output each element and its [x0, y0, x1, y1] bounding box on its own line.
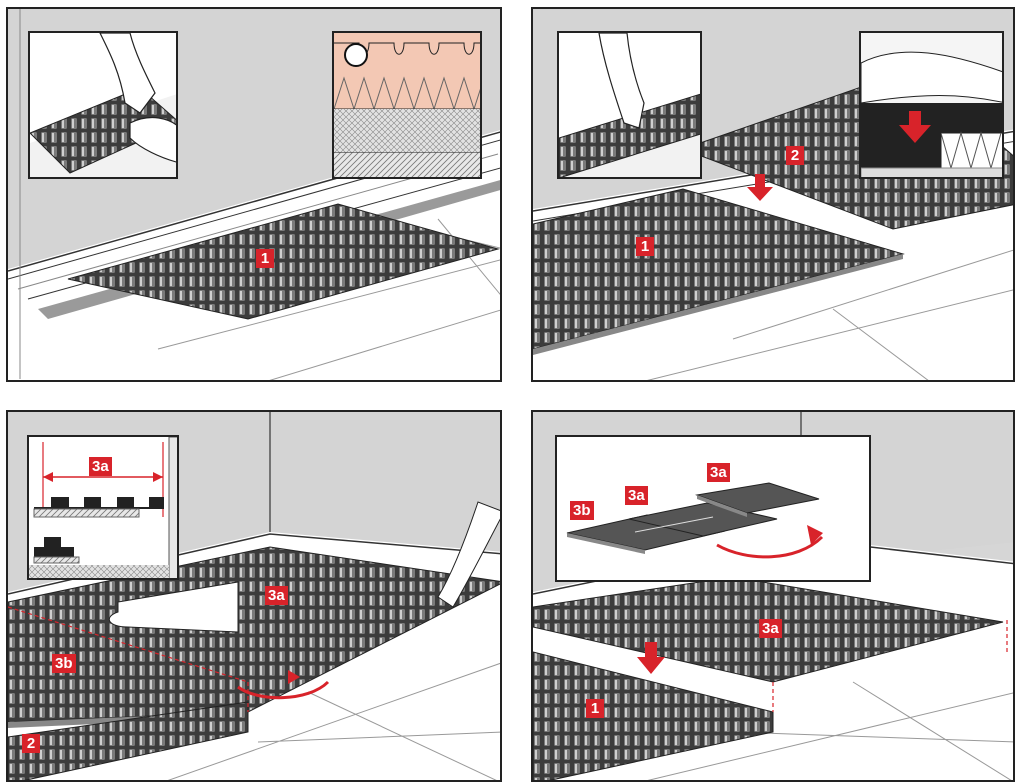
- panel-4: 3a 1 3b 3a 3a: [531, 410, 1015, 782]
- step-label-1: 1: [586, 699, 604, 718]
- step-label-1: 1: [636, 237, 654, 256]
- inset-label-3a-right: 3a: [707, 463, 730, 482]
- dimension-label-3a: 3a: [89, 457, 112, 476]
- floor-layer-section: [334, 33, 482, 179]
- cut-pieces-illustration: [557, 437, 871, 582]
- step-label-3a-mat: 3a: [759, 619, 782, 638]
- overlap-detail: [861, 33, 1004, 179]
- step-label-2: 2: [786, 146, 804, 165]
- panel-2: 1 2: [531, 7, 1015, 382]
- inset-label-3b: 3b: [570, 501, 594, 520]
- layer-overlap-inset: [859, 31, 1004, 179]
- hand-pressing-illustration: [559, 33, 702, 179]
- cut-pieces-inset: [555, 435, 871, 582]
- step-label-3b: 3b: [52, 654, 76, 673]
- step-label-2: 2: [22, 734, 40, 753]
- step-label-1: 1: [256, 249, 274, 268]
- hand-cutting-illustration: [30, 33, 178, 179]
- panel-3: 3a 3b 2 3a: [6, 410, 502, 782]
- layer-section-inset: [332, 31, 482, 179]
- inset-label-3a-left: 3a: [625, 486, 648, 505]
- panel-1: 1: [6, 7, 502, 382]
- hand-detail-inset: [28, 31, 178, 179]
- hand-detail-inset: [557, 31, 702, 179]
- step-label-3a-mat: 3a: [265, 586, 288, 605]
